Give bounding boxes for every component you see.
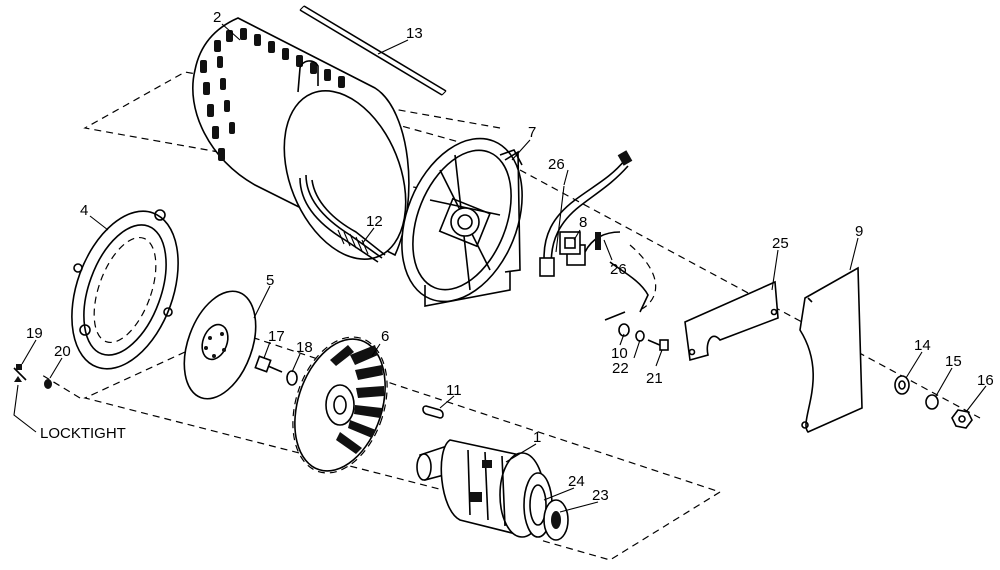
part-12-stator-leads	[299, 174, 386, 263]
callout-22: 22	[612, 360, 629, 377]
callout-18: 18	[296, 339, 313, 356]
callout-23: 23	[592, 487, 609, 504]
callout-1: 1	[533, 429, 541, 446]
part-2-stator-housing	[192, 17, 410, 260]
callout-4: 4	[80, 202, 88, 219]
callout-7: 7	[528, 124, 536, 141]
part-26-harness-upper	[539, 150, 633, 277]
callout-17: 17	[268, 328, 285, 345]
part-23-bearing	[543, 499, 569, 541]
callout-20: 20	[54, 343, 71, 360]
callout-26-lower: 26	[610, 261, 627, 278]
part-14-washer	[894, 375, 910, 395]
part-19-screw	[13, 364, 27, 381]
part-16-nut	[951, 409, 973, 429]
part-21-screw	[647, 339, 669, 351]
part-7-end-bracket	[401, 137, 523, 307]
part-5-drive-disc	[183, 290, 257, 400]
callout-labels: 1 2 4 5 6 7 8 9 10 11 12 13 14 15 16 17 …	[26, 9, 994, 504]
part-20-washer	[44, 379, 52, 389]
callout-12: 12	[366, 213, 383, 230]
callout-11: 11	[446, 382, 462, 399]
callout-14: 14	[914, 337, 931, 354]
part-6-fan	[292, 336, 388, 474]
part-10-washer	[618, 323, 630, 337]
callout-26-upper: 26	[548, 156, 565, 173]
part-25-bracket-plate	[684, 280, 779, 362]
callout-6: 6	[381, 328, 389, 345]
callout-21: 21	[646, 370, 663, 387]
part-22-lockwasher	[635, 330, 645, 342]
callout-19: 19	[26, 325, 43, 342]
part-13-stud	[299, 5, 447, 96]
callout-16: 16	[977, 372, 994, 389]
callout-25: 25	[772, 235, 789, 252]
part-17-bolt	[254, 355, 283, 373]
locktight-note: LOCKTIGHT	[40, 425, 126, 442]
callout-2: 2	[213, 9, 221, 26]
part-15-lockwasher	[925, 394, 939, 410]
vent-slots	[200, 28, 345, 161]
part-4-engine-adapter	[71, 209, 179, 370]
part-18-washer	[286, 370, 298, 386]
callout-13: 13	[406, 25, 423, 42]
leader-lines	[21, 23, 987, 513]
callout-8: 8	[579, 214, 587, 231]
part-1-rotor	[416, 439, 545, 538]
callout-9: 9	[855, 223, 863, 240]
part-11-key	[422, 405, 444, 419]
locktight-arrow	[13, 376, 37, 433]
callout-5: 5	[266, 272, 274, 289]
part-9-cover-panel	[799, 266, 863, 433]
callout-15: 15	[945, 353, 962, 370]
callout-24: 24	[568, 473, 585, 490]
callout-10: 10	[611, 345, 628, 362]
